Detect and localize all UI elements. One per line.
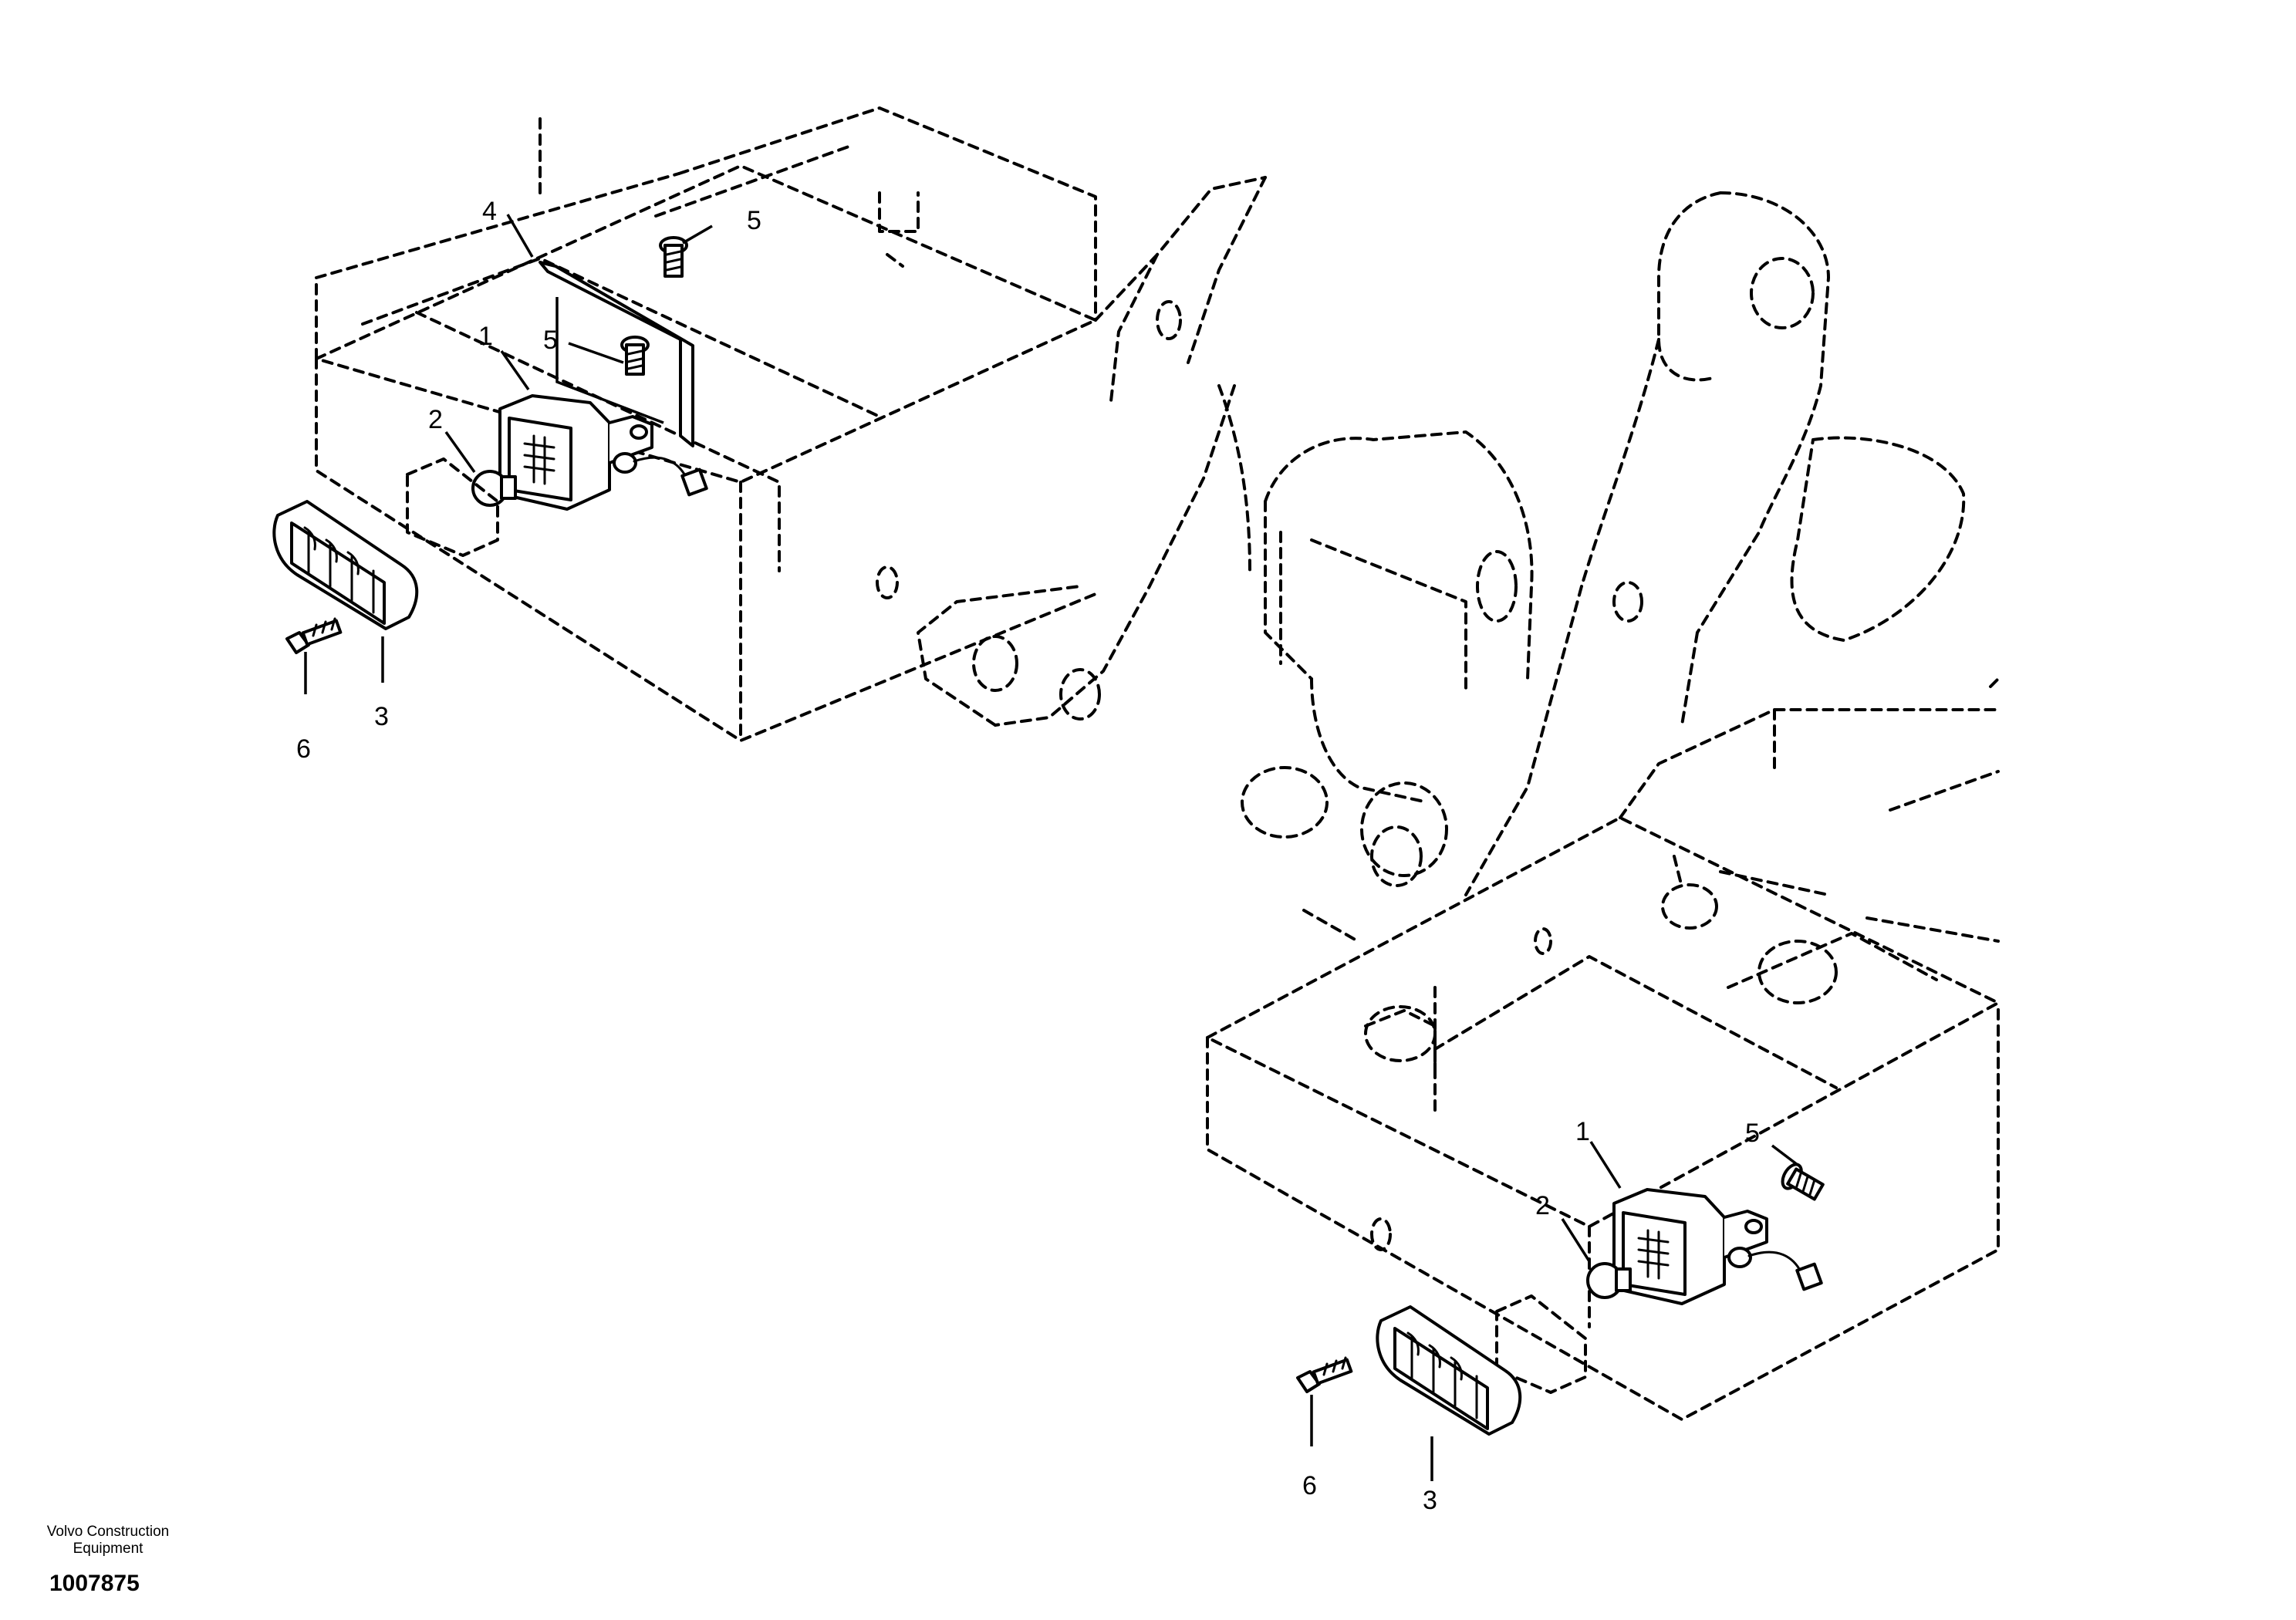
callout-3: 3 bbox=[374, 702, 389, 731]
machine-frame-outline bbox=[315, 106, 2000, 1421]
callout-4: 4 bbox=[482, 197, 497, 226]
brand-line: Volvo Construction bbox=[46, 1524, 170, 1540]
lamp-cover bbox=[272, 500, 419, 630]
bolt-icon bbox=[620, 336, 650, 376]
leader-lines bbox=[304, 214, 1799, 1481]
callout-3: 3 bbox=[1423, 1486, 1437, 1515]
callout-1: 1 bbox=[1575, 1117, 1590, 1146]
callout-5: 5 bbox=[1745, 1119, 1760, 1148]
callout-5: 5 bbox=[747, 206, 761, 235]
screw-icon bbox=[285, 617, 343, 654]
reference-number: 1007875 bbox=[49, 1571, 140, 1596]
bulb-icon bbox=[1586, 1262, 1632, 1299]
callout-labels: 1 2 3 4 5 5 6 1 2 3 5 6 bbox=[296, 197, 1760, 1515]
lower-lamp-assembly bbox=[1296, 1163, 1825, 1436]
lamp-cover bbox=[1376, 1305, 1522, 1436]
brand-line: Equipment bbox=[73, 1541, 144, 1557]
brand-caption: Volvo Construction Equipment bbox=[23, 1524, 193, 1558]
work-lamp bbox=[498, 394, 708, 511]
callout-5: 5 bbox=[543, 326, 558, 355]
screw-icon bbox=[1296, 1356, 1353, 1393]
work-lamp bbox=[1612, 1188, 1823, 1305]
bolt-icon bbox=[659, 236, 688, 278]
callout-2: 2 bbox=[428, 405, 443, 434]
callout-6: 6 bbox=[1302, 1471, 1317, 1500]
bulb-icon bbox=[471, 470, 517, 507]
callout-1: 1 bbox=[478, 322, 493, 351]
upper-lamp-assembly bbox=[272, 236, 708, 654]
callout-6: 6 bbox=[296, 734, 311, 764]
bolt-icon bbox=[1781, 1163, 1825, 1201]
callout-2: 2 bbox=[1535, 1191, 1550, 1220]
mounting-bracket bbox=[539, 261, 694, 447]
